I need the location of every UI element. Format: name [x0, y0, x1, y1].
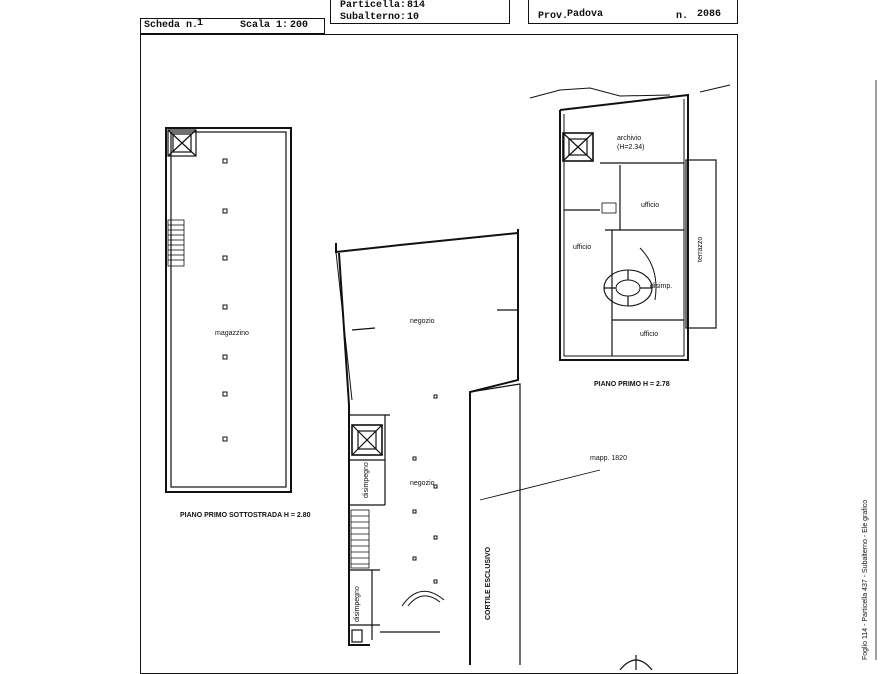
prov-value: Padova [567, 9, 604, 20]
particella-box [330, 0, 510, 24]
room-negozio-top: negozio [410, 318, 435, 325]
room-ufficio-3: ufficio [640, 331, 659, 338]
room-archivio-height: (H=2.34) [617, 144, 645, 151]
province-box [528, 0, 738, 24]
number-label: n. [676, 11, 689, 22]
room-terrazzo: terrazzo [697, 236, 704, 262]
particella-label: Particella: [340, 0, 407, 11]
number-value: 2086 [697, 9, 722, 20]
margin-note: Foglio 114 - Particella 437 - Subalterno… [862, 499, 869, 660]
basement-caption: PIANO PRIMO SOTTOSTRADA H = 2.80 [180, 512, 311, 519]
particella-value: 814 [407, 0, 426, 11]
room-ufficio-1: ufficio [641, 202, 660, 209]
drawing-frame [140, 34, 738, 674]
scheda-value: 1 [197, 18, 204, 29]
mapp-label: mapp. 1820 [590, 455, 627, 462]
room-magazzino: magazzino [215, 330, 249, 337]
room-negozio-bottom: negozio [410, 480, 435, 487]
room-disimpegno-2: disimpegno [354, 586, 361, 622]
scala-value: 200 [290, 20, 309, 31]
cortile-esclusivo: CORTILE ESCLUSIVO [485, 546, 492, 620]
subalterno-label: Subalterno: [340, 12, 407, 23]
room-archivio: archivio [617, 135, 642, 142]
scheda-box [140, 18, 325, 34]
room-disimp: disimp. [650, 283, 673, 290]
room-disimpegno-1: disimpegno [363, 462, 370, 498]
scheda-label: Scheda n. [144, 20, 199, 31]
room-ufficio-2: ufficio [573, 244, 592, 251]
first-floor-caption: PIANO PRIMO H = 2.78 [594, 381, 670, 388]
subalterno-value: 10 [407, 12, 420, 23]
prov-label: Prov. [538, 11, 569, 22]
scala-label: Scala 1: [240, 20, 289, 31]
